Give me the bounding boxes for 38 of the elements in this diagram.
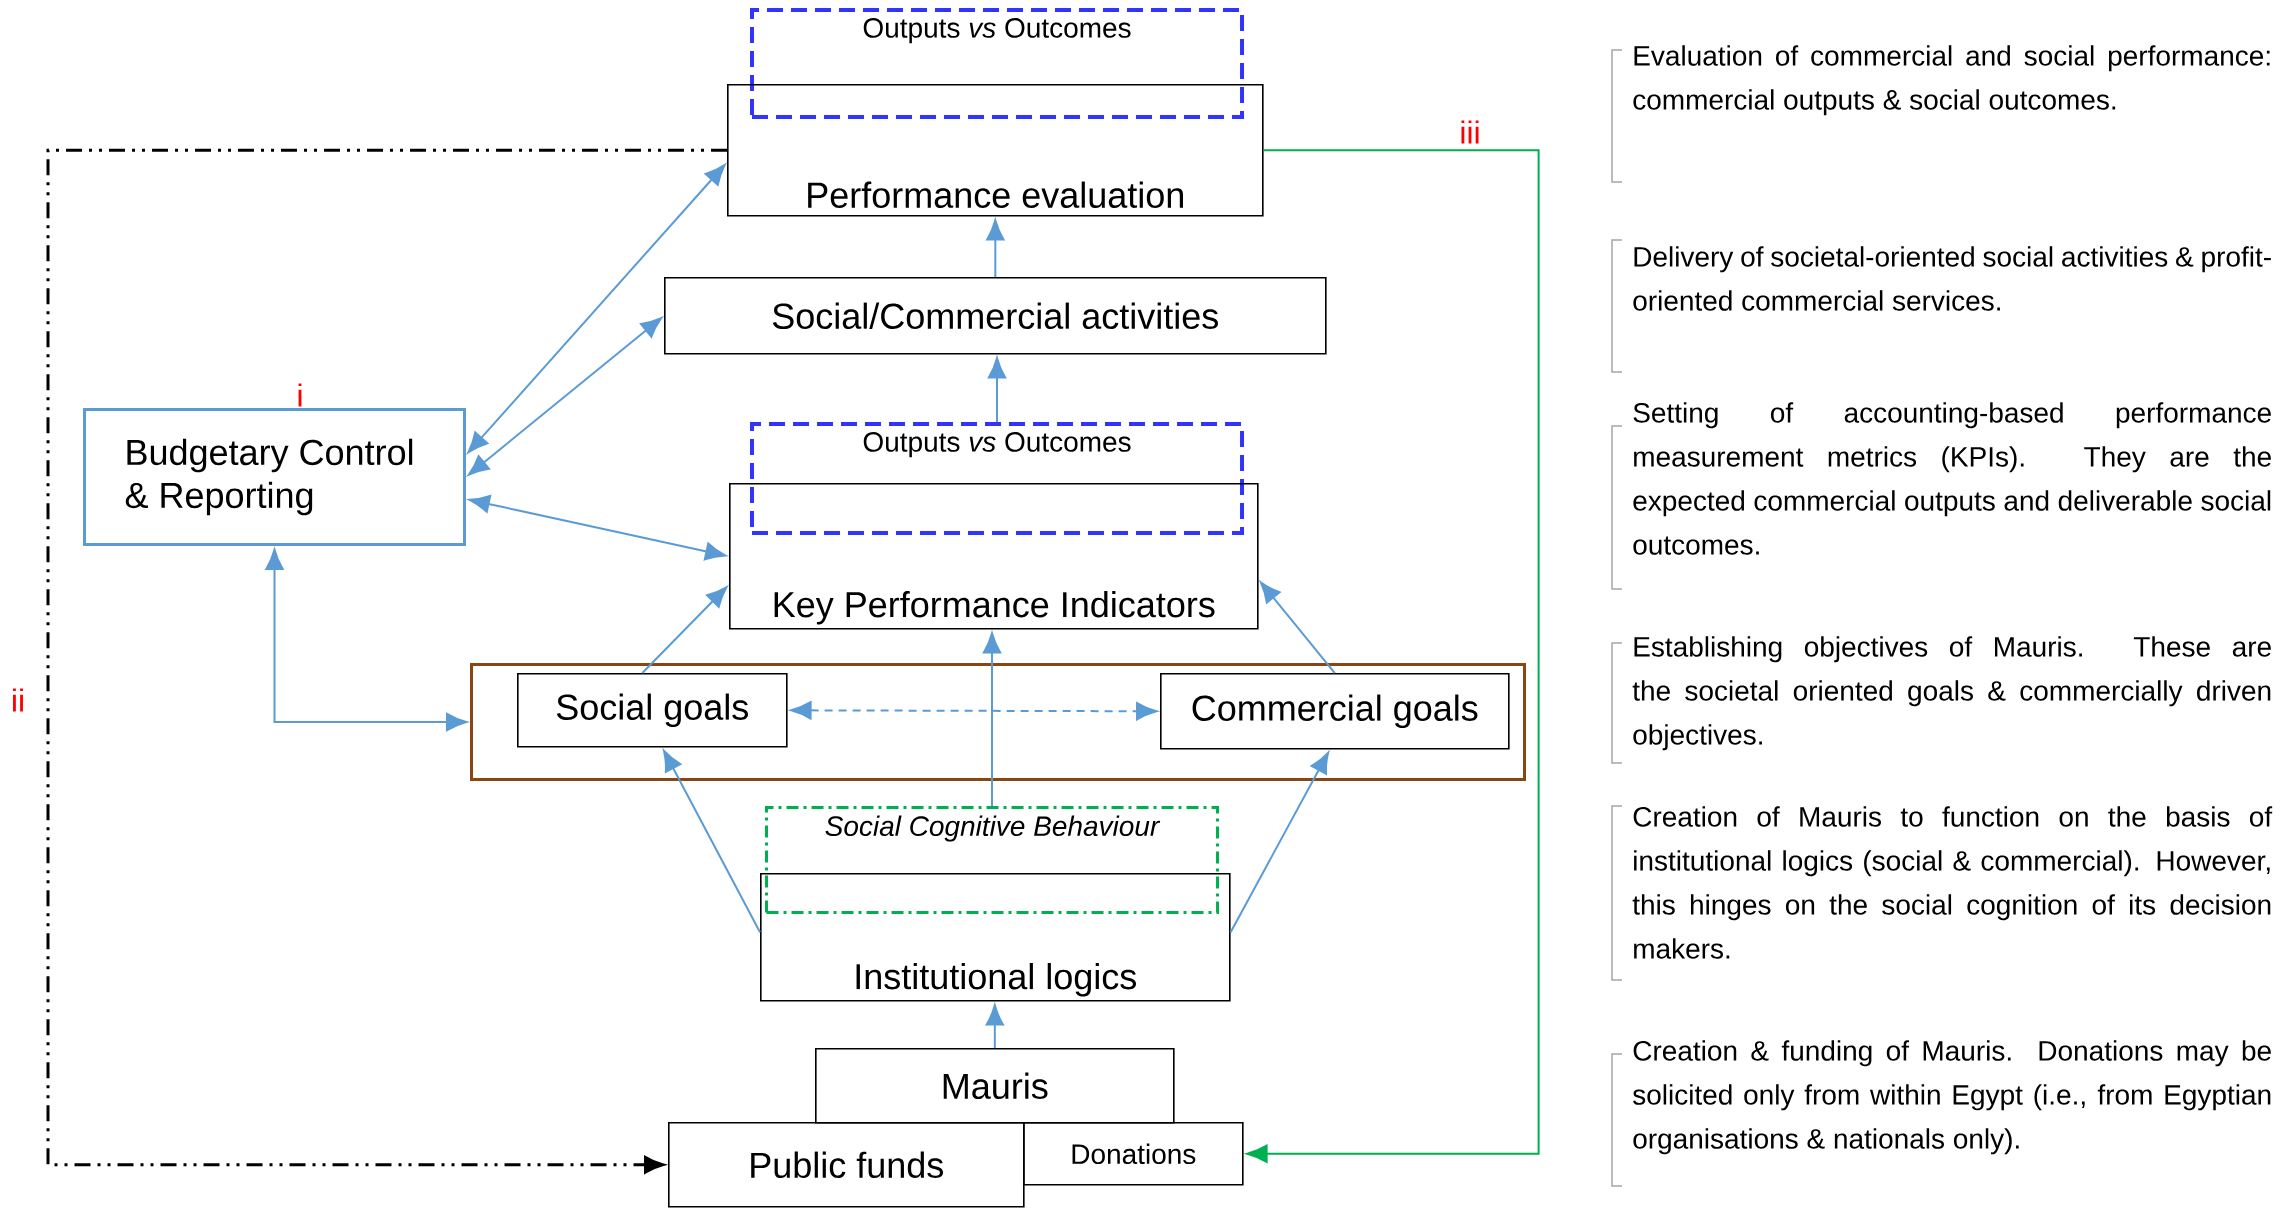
process-box: Commercial goals <box>1160 673 1510 750</box>
annotation-text: Creation & funding of Mauris. Donations may be solicited only from within Egypt (i.e., from Egyptian organisations & nationals only). <box>1633 1040 2271 1155</box>
arrow <box>467 317 663 476</box>
edge-label: iii <box>1457 118 1483 146</box>
arrow <box>1246 149 1540 1163</box>
dashed-box: Outputs vs Outcomes <box>750 8 1244 119</box>
arrow <box>467 164 726 454</box>
annotation-text: Setting of accounting-based performance measurement metrics (KPIs). They are the expected commercial outputs and deliverable social outcomes. <box>1633 402 2271 555</box>
process-box: Budgetary Control & Reporting <box>83 408 466 546</box>
process-box: Social/Commercial activities <box>664 277 1327 355</box>
arrow <box>982 632 1002 807</box>
process-box: Public funds <box>668 1122 1025 1208</box>
dashed-box: Outputs vs Outcomes <box>750 422 1244 535</box>
arrow <box>987 357 1007 423</box>
process-box: Performance evaluation <box>727 84 1264 217</box>
dashed-box: Social Cognitive Behaviour <box>765 806 1219 914</box>
process-box: Institutional logics <box>760 873 1231 1002</box>
arrow <box>1229 751 1330 934</box>
process-box: Donations <box>1023 1122 1244 1186</box>
process-box: Key Performance Indicators <box>729 483 1259 630</box>
edge-label: ii <box>8 686 28 714</box>
arrow <box>985 1004 1004 1049</box>
dashed-arrow <box>790 701 1158 721</box>
annotation-text: Delivery of societal-oriented social activities & profit-oriented commercial services. <box>1633 246 2271 311</box>
annotation-text: Creation of Mauris to function on the basis of institutional logics (social & commercial). However, this hinges on the social cognition of its decision makers. <box>1632 806 2273 959</box>
arrow <box>641 586 728 674</box>
numeral-label: i <box>298 383 302 407</box>
dashed-arrow <box>46 148 727 1174</box>
group-box <box>470 663 1526 781</box>
annotation-text: Evaluation of commercial and social performance: commercial outputs & social outcomes. <box>1633 45 2270 116</box>
arrow <box>265 548 468 732</box>
arrow <box>1260 581 1336 674</box>
arrow <box>986 219 1005 278</box>
process-box: Mauris <box>815 1048 1175 1124</box>
arrow <box>663 749 761 934</box>
arrow <box>468 494 727 561</box>
annotation-text: Establishing objectives of Mauris. These are the societal oriented goals & commercially driven objectives. <box>1632 636 2271 751</box>
process-box: Social goals <box>517 673 788 748</box>
